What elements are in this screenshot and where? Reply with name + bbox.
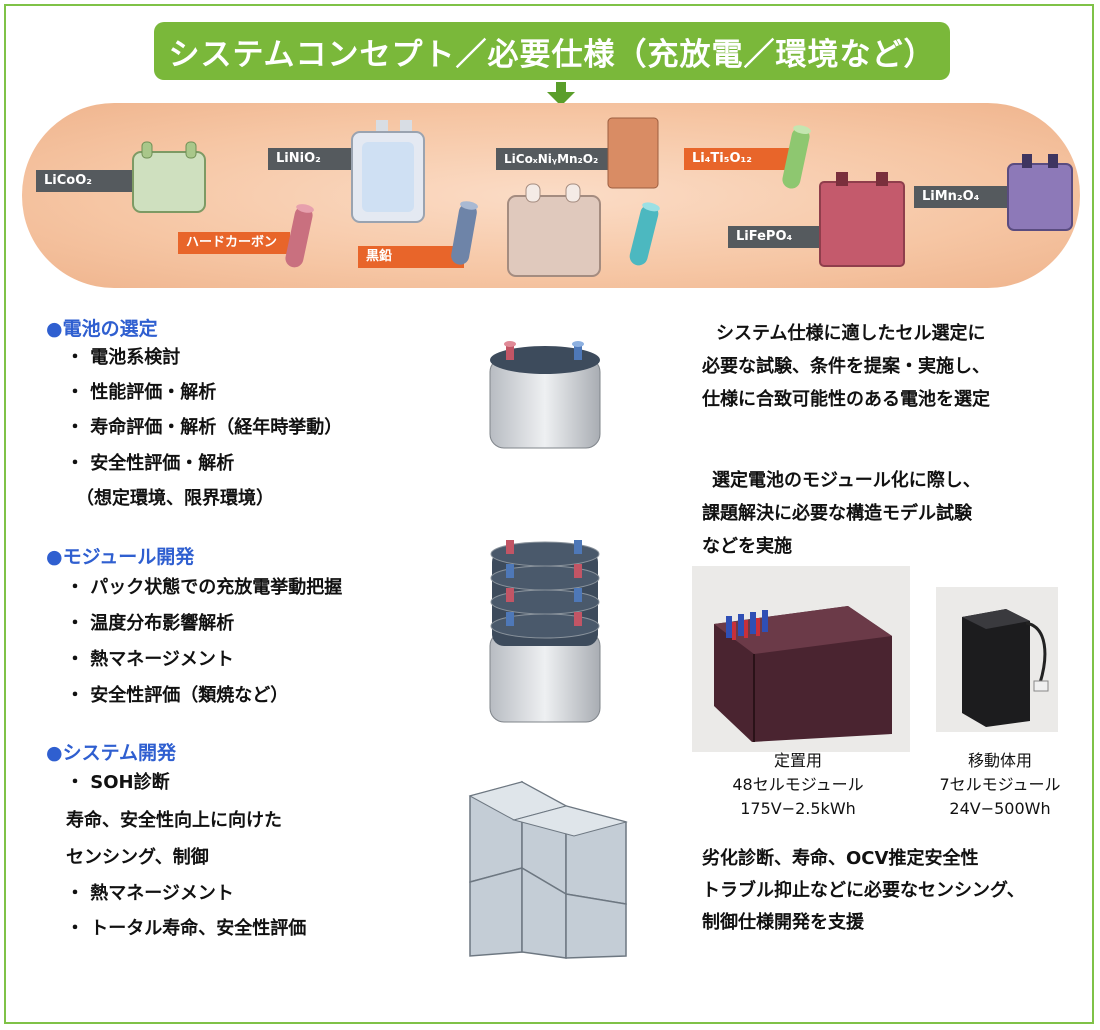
right-text-line: 制御仕様開発を支援 xyxy=(702,912,864,933)
section-title-system-dev: ●システム開発 xyxy=(46,742,177,764)
limn2o4-prismatic-icon xyxy=(1007,154,1073,231)
right-text-line: 選定電池のモジュール化に際し、 xyxy=(712,470,981,491)
right-text-line: 仕様に合致可能性のある電池を選定 xyxy=(702,389,990,410)
label-licoo2: LiCoO₂ xyxy=(36,170,136,192)
list-item: （想定環境、限界環境） xyxy=(76,488,274,509)
graphite-cylinder-icon xyxy=(451,201,478,265)
nmc-cylinder-icon xyxy=(629,202,660,266)
label-li4ti5o12: Li₄Ti₅O₁₂ xyxy=(684,148,790,170)
linio2-pouch-icon xyxy=(351,120,425,223)
label-graphite: 黒鉛 xyxy=(358,246,464,268)
right-text-line: トラブル抑止などに必要なセンシング、 xyxy=(702,880,1025,901)
list-item: ・ 性能評価・解析 xyxy=(66,382,217,403)
lto-cylinder-icon xyxy=(782,125,811,189)
list-item: ・ トータル寿命、安全性評価 xyxy=(66,918,307,939)
list-item: ・ 電池系検討 xyxy=(66,347,181,368)
list-item: ・ 安全性評価・解析 xyxy=(66,453,235,474)
right-text-line: などを実施 xyxy=(702,536,792,557)
concept-banner: システムコンセプト／必要仕様（充放電／環境など） xyxy=(154,22,950,80)
list-item: ・ 熱マネージメント xyxy=(66,649,234,670)
mobile-caption: 移動体用 7セルモジュール 24V−500Wh xyxy=(939,751,1061,818)
outer-frame xyxy=(4,4,1094,1024)
single-cell-icon xyxy=(489,341,601,449)
list-item: ・ 温度分布影響解析 xyxy=(66,613,235,634)
right-text-line: 必要な試験、条件を提案・実施し、 xyxy=(702,356,990,377)
right-text-line: 劣化診断、寿命、OCV推定安全性 xyxy=(702,848,979,869)
hard-carbon-cylinder-icon xyxy=(285,204,314,268)
list-item: ・ 熱マネージメント xyxy=(66,883,234,904)
system-cabinet-icon xyxy=(468,780,628,959)
list-item: ・ パック状態での充放電挙動把握 xyxy=(66,577,343,598)
lifepo4-prismatic-icon xyxy=(819,172,905,267)
down-arrow-icon xyxy=(547,82,575,106)
licoo2-cell-icon xyxy=(132,141,206,213)
module-stack-icon xyxy=(489,540,601,723)
right-text-line: 課題解決に必要な構造モデル試験 xyxy=(702,503,972,524)
nmc-prismatic-icon xyxy=(507,183,601,277)
list-item: ・ SOH診断 xyxy=(66,772,170,793)
nmc-pouch-icon xyxy=(607,117,659,189)
section-title-battery-selection: ●電池の選定 xyxy=(46,318,158,340)
mobile-module-photo xyxy=(936,587,1058,732)
list-item: ・ 安全性評価（類焼など） xyxy=(66,685,289,706)
label-linio2: LiNiO₂ xyxy=(268,148,368,170)
stationary-caption: 定置用 48セルモジュール 175V−2.5kWh xyxy=(732,751,864,818)
right-text-line: システム仕様に適したセル選定に xyxy=(716,323,986,344)
list-item: ・ 寿命評価・解析（経年時挙動） xyxy=(66,417,343,438)
section-title-module-dev: ●モジュール開発 xyxy=(46,546,195,568)
list-item: 寿命、安全性向上に向けた xyxy=(66,810,282,831)
list-item: センシング、制御 xyxy=(66,847,209,868)
label-limn2o4: LiMn₂O₄ xyxy=(914,186,1014,208)
label-hard-carbon: ハードカーボン xyxy=(178,232,290,254)
label-lifepo4: LiFePO₄ xyxy=(728,226,834,248)
label-nmc: LiCoₓNiᵧMn₂O₂ xyxy=(496,148,610,170)
stationary-module-photo xyxy=(692,566,910,752)
